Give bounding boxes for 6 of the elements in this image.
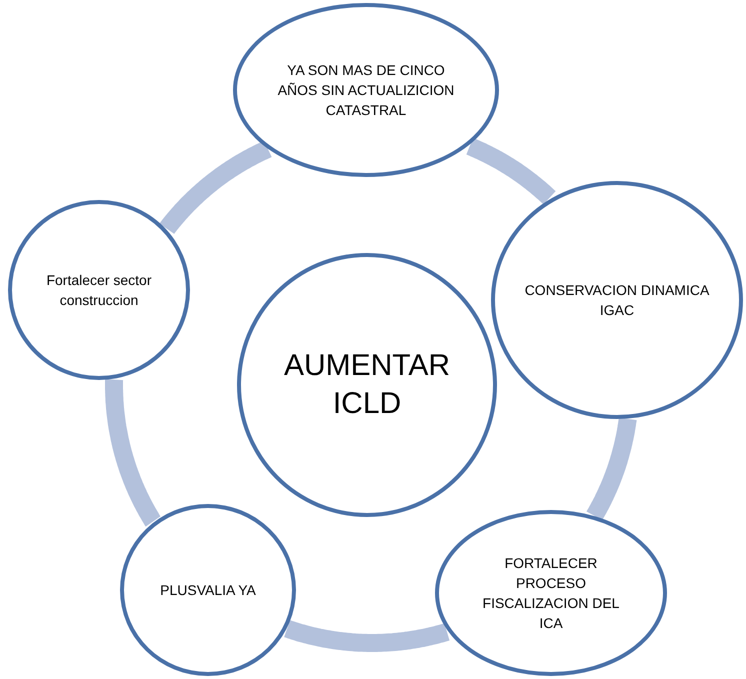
node-label: CONSERVACION DINAMICA IGAC <box>524 281 710 320</box>
node-label: YA SON MAS DE CINCO AÑOS SIN ACTUALIZICION CATASTRAL <box>276 61 456 120</box>
node-label: AUMENTAR ICLD <box>282 348 452 422</box>
node-label: PLUSVALIA YA <box>159 581 257 600</box>
node-label: Fortalecer sector construccion <box>45 271 153 310</box>
node-label: FORTALECER PROCESO FISCALIZACION DEL ICA <box>482 554 620 633</box>
